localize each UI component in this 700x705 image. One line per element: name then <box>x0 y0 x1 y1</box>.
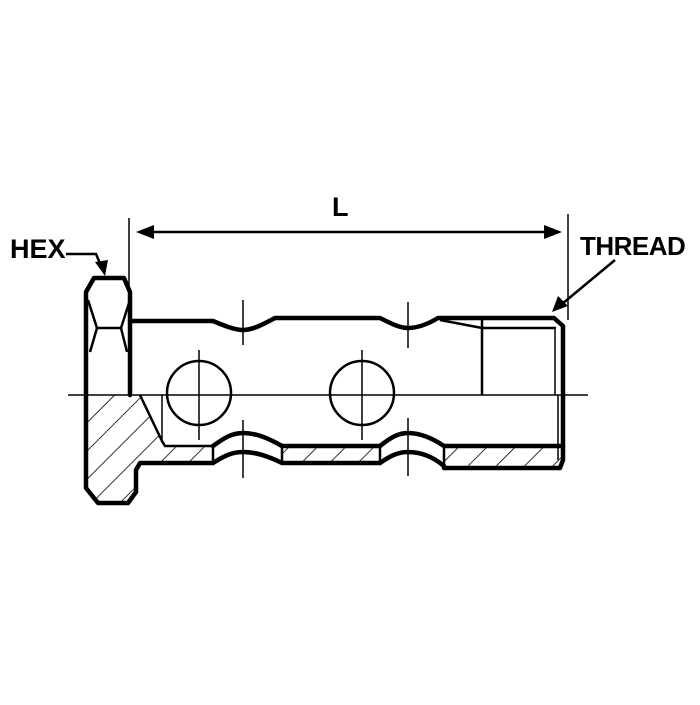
thread-label: THREAD <box>580 231 686 261</box>
hex-head <box>83 275 216 506</box>
section-hatching <box>86 395 563 503</box>
length-label: L <box>332 192 349 222</box>
hex-leader-arrow <box>66 252 108 276</box>
thread-section <box>439 318 559 460</box>
cross-hole-1 <box>165 350 233 440</box>
hex-label: HEX <box>10 234 66 264</box>
length-dimension-arrow <box>136 225 562 239</box>
bolt-body-outline <box>127 315 566 471</box>
cross-hole-2 <box>328 350 396 440</box>
thread-leader-arrow <box>552 259 616 312</box>
